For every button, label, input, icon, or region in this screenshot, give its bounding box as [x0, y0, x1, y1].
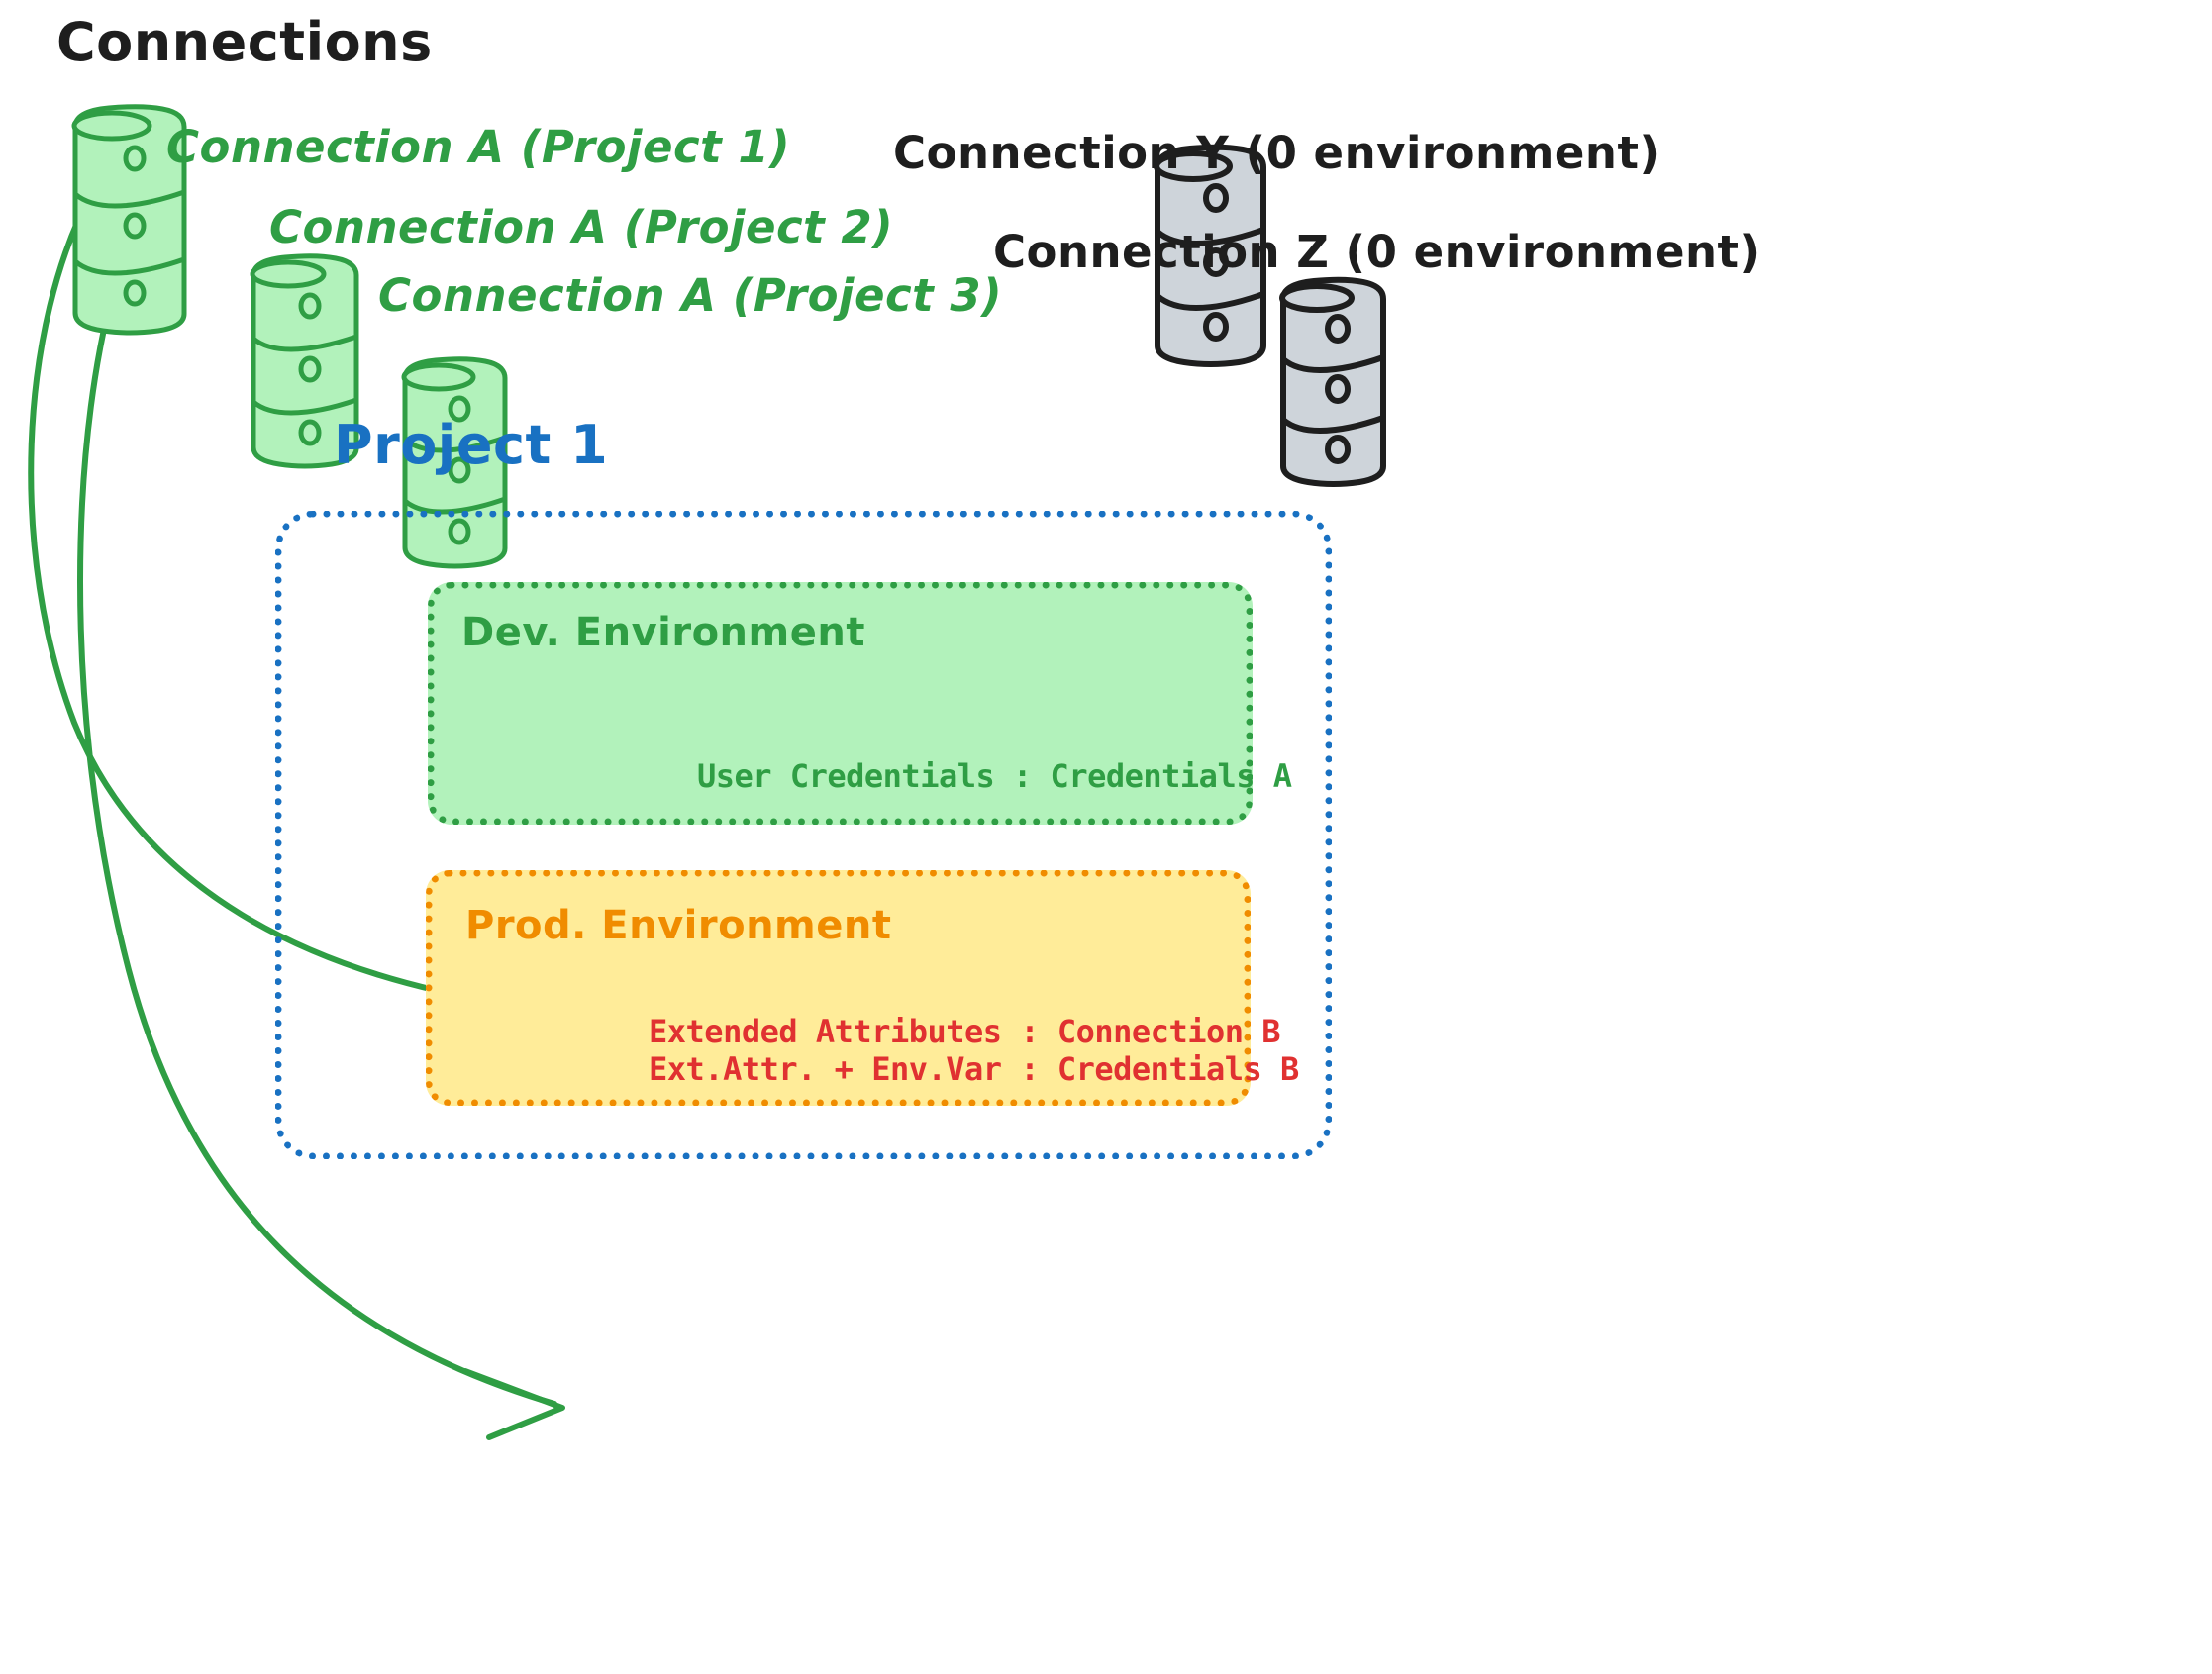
project-title: Project 1	[334, 414, 609, 476]
prod-environment-title: Prod. Environment	[465, 903, 892, 948]
project-boundary-box	[275, 511, 1332, 1159]
prod-attr-line-1: Extended Attributes : Connection B	[649, 1013, 1281, 1050]
connection-label-y: Connection Y (0 environment)	[893, 127, 1660, 179]
connection-label-a-project-1: Connection A (Project 1)	[166, 121, 791, 173]
connection-label-a-project-3: Connection A (Project 3)	[378, 269, 1003, 322]
dev-environment-title: Dev. Environment	[461, 610, 865, 655]
connection-label-z: Connection Z (0 environment)	[993, 226, 1760, 278]
database-icon-connection-z	[1279, 276, 1386, 487]
dev-environment-credentials: User Credentials : Credentials A	[697, 757, 1292, 795]
dev-environment-box	[428, 582, 1253, 825]
prod-attr-line-2: Ext.Attr. + Env.Var : Credentials B	[649, 1049, 1299, 1088]
connection-label-a-project-2: Connection A (Project 2)	[269, 201, 894, 253]
prod-environment-box	[426, 870, 1251, 1106]
page-title: Connections	[56, 11, 433, 73]
